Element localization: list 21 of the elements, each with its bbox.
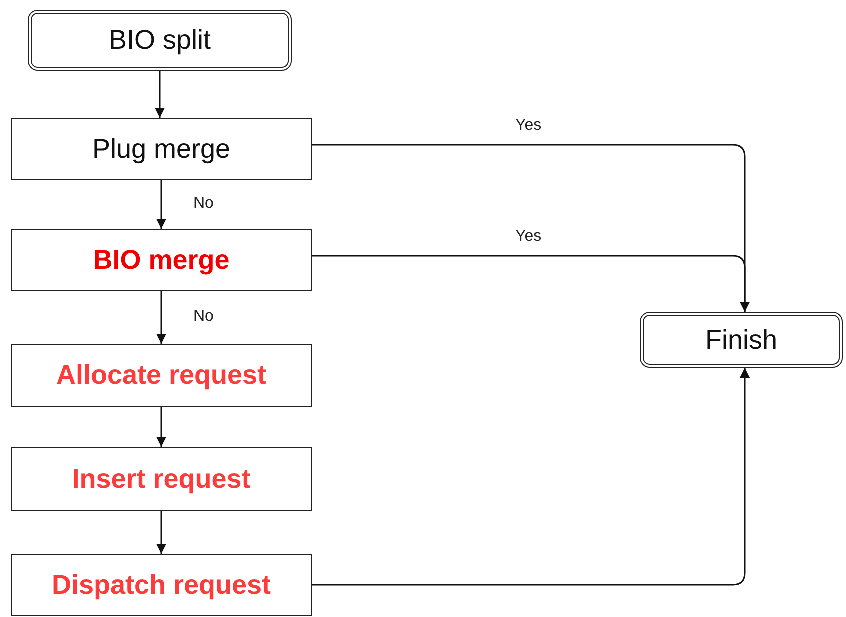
arrow [312,368,750,586]
process-box [11,229,312,291]
process-box [11,447,312,511]
node-label: BIO split [108,25,212,56]
node-label: Plug merge [92,134,231,164]
process-box [11,344,312,407]
arrow [156,511,166,554]
node-label: Insert request [72,464,251,494]
process-box [11,554,312,616]
arrow [155,71,165,118]
node-label: BIO merge [93,244,230,276]
arrow [156,180,166,229]
process-box [11,118,312,180]
arrow [312,255,750,312]
node-label: Finish [705,324,778,356]
terminal-box [28,10,292,71]
arrow [156,291,166,344]
node-label: Allocate request [56,360,267,391]
node-label: Dispatch request [52,570,272,600]
arrow [156,407,166,447]
terminal-box [640,312,843,368]
